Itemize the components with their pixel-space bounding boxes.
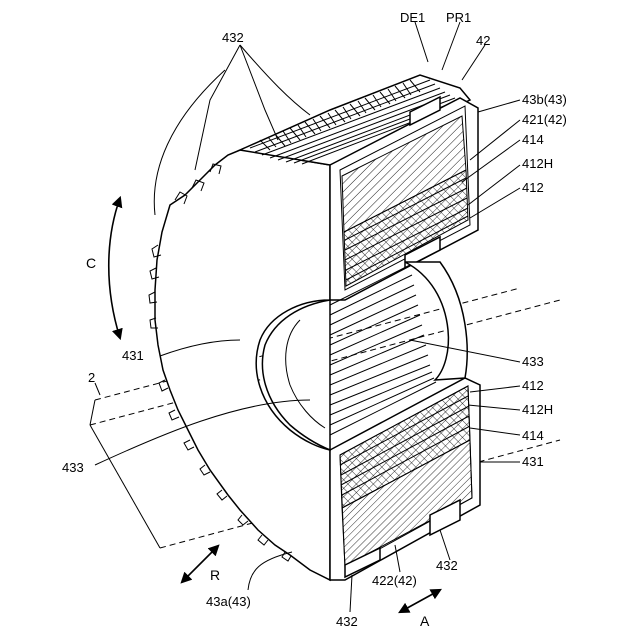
label-42: 42 xyxy=(476,33,490,48)
label-421: 421(42) xyxy=(522,112,567,127)
label-412-bottom: 412 xyxy=(522,378,544,393)
label-412-top: 412 xyxy=(522,180,544,195)
label-r: R xyxy=(210,567,220,583)
label-431-left: 431 xyxy=(122,348,144,363)
label-431-right: 431 xyxy=(522,454,544,469)
label-43b: 43b(43) xyxy=(522,92,567,107)
lower-frame-43a xyxy=(330,378,480,580)
label-432-bottom: 432 xyxy=(336,614,358,629)
label-414-bottom: 414 xyxy=(522,428,544,443)
label-414-top: 414 xyxy=(522,132,544,147)
label-422: 422(42) xyxy=(372,573,417,588)
label-433-left: 433 xyxy=(62,460,84,475)
label-412h-bottom: 412H xyxy=(522,402,553,417)
label-pr1: PR1 xyxy=(446,10,471,25)
label-432-right: 432 xyxy=(436,558,458,573)
label-de1: DE1 xyxy=(400,10,425,25)
label-43a: 43a(43) xyxy=(206,594,251,609)
label-c: C xyxy=(86,255,96,271)
label-433-right: 433 xyxy=(522,354,544,369)
label-432-top: 432 xyxy=(222,30,244,45)
label-2: 2 xyxy=(88,370,95,385)
label-a: A xyxy=(420,613,430,629)
label-412h-top: 412H xyxy=(522,156,553,171)
